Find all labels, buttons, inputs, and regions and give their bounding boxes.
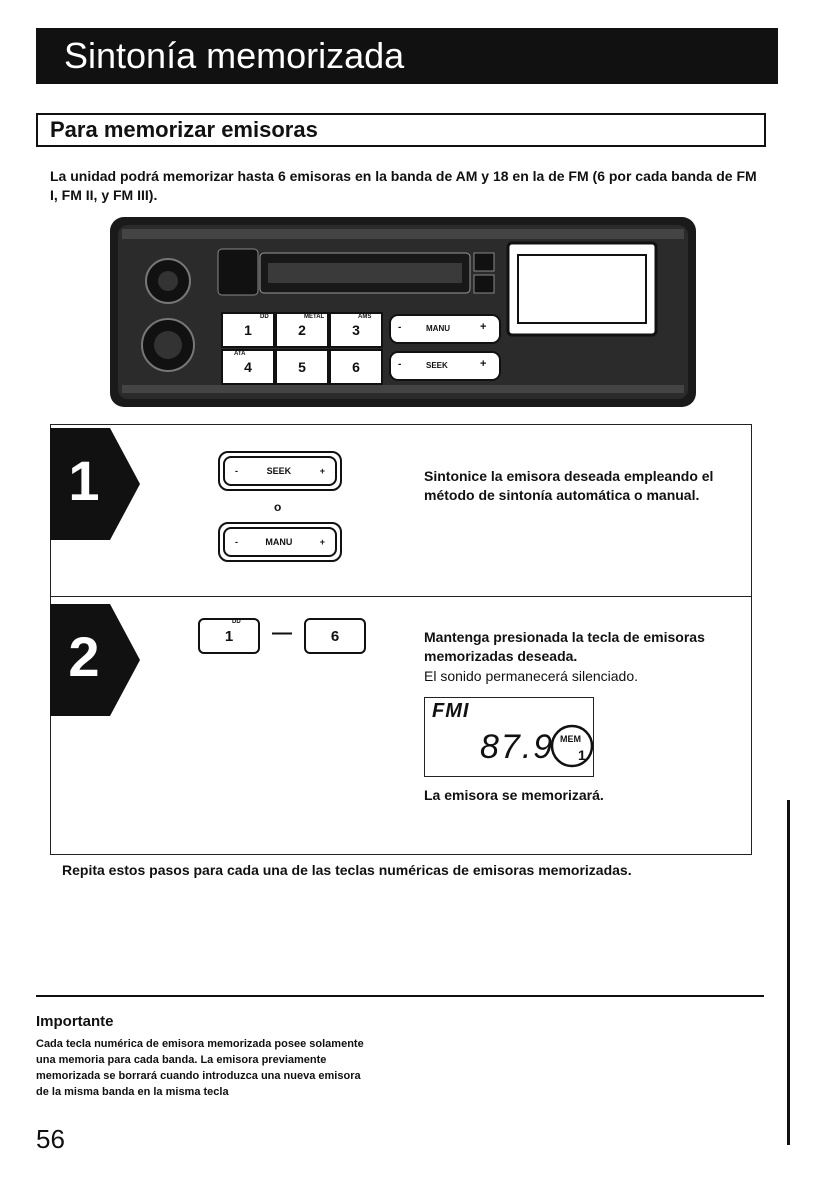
important-rule [36,995,764,997]
step-1-number: 1 [68,449,100,512]
car-radio-drawing [110,217,696,407]
page-title: Sintonía memorizada [36,28,778,84]
radio-manu-plus: + [480,321,487,333]
radio-seek-label: SEEK [426,361,448,370]
step-1-badge [50,428,140,540]
seek-button-diagram: - SEEK + [218,451,342,491]
manu-button-diagram: - MANU + [218,522,342,562]
radio-preset-3: 3 [352,322,360,338]
preset-range-dash: — [272,622,292,644]
radio-preset-1-tag: DD [260,314,269,320]
mem-indicator-icon [550,724,594,768]
lcd-memory-slot: 1 [578,747,586,763]
step-2-badge [50,604,140,716]
lcd-band: FMI [432,700,470,722]
margin-bar [787,800,790,1145]
preset-6-button-diagram: 6 [304,618,366,654]
manu-plus: + [319,537,325,547]
seek-minus: - [235,466,238,476]
manu-button-label: MANU [265,537,293,547]
lcd-mem-label: MEM [560,734,581,744]
seek-plus: + [319,466,325,476]
radio-preset-6: 6 [352,359,360,375]
radio-preset-3-tag: AMS [358,314,372,320]
manu-minus: - [235,537,238,547]
radio-preset-5: 5 [298,359,306,375]
preset-1-tag: DD [232,619,241,625]
intro-paragraph: La unidad podrá memorizar hasta 6 emisor… [50,168,757,203]
repeat-note: Repita estos pasos para cada una de las … [62,862,632,878]
step-1-text: Sintonice la emisora deseada empleando e… [424,468,714,503]
car-radio-illustration: 1 2 3 4 5 6 DD METAL AMS ATA - MANU + - … [108,213,700,411]
steps-divider [50,596,752,597]
preset-6-label: 6 [330,627,340,645]
section-title: Para memorizar emisoras [50,117,318,142]
radio-preset-4: 4 [244,359,252,375]
radio-preset-2: 2 [298,322,306,338]
radio-manu-label: MANU [426,324,450,333]
radio-seek-minus: - [398,359,402,370]
important-text: Cada tecla numérica de emisora memorizad… [36,1038,364,1098]
step-2-result: La emisora se memorizará. [424,787,604,803]
step-2-number: 2 [68,625,100,688]
radio-preset-1: 1 [244,322,252,338]
important-heading: Importante [36,1013,114,1030]
step-1-or: o [274,500,282,514]
section-frame [36,113,766,147]
step-2-subtext: El sonido permanecerá silenciado. [424,668,639,684]
lcd-frequency: 87.9 [480,728,555,766]
preset-1-label: 1 [224,627,234,645]
step-2-text: Mantenga presionada la tecla de emisoras… [424,629,705,664]
radio-seek-plus: + [480,358,487,370]
preset-1-button-diagram: 1 [198,618,260,654]
radio-manu-minus: - [398,322,402,333]
radio-preset-2-tag: METAL [304,314,325,320]
radio-preset-4-tag: ATA [234,351,246,357]
page-number: 56 [36,1124,65,1154]
seek-button-label: SEEK [266,466,292,476]
lcd-display [424,697,594,777]
